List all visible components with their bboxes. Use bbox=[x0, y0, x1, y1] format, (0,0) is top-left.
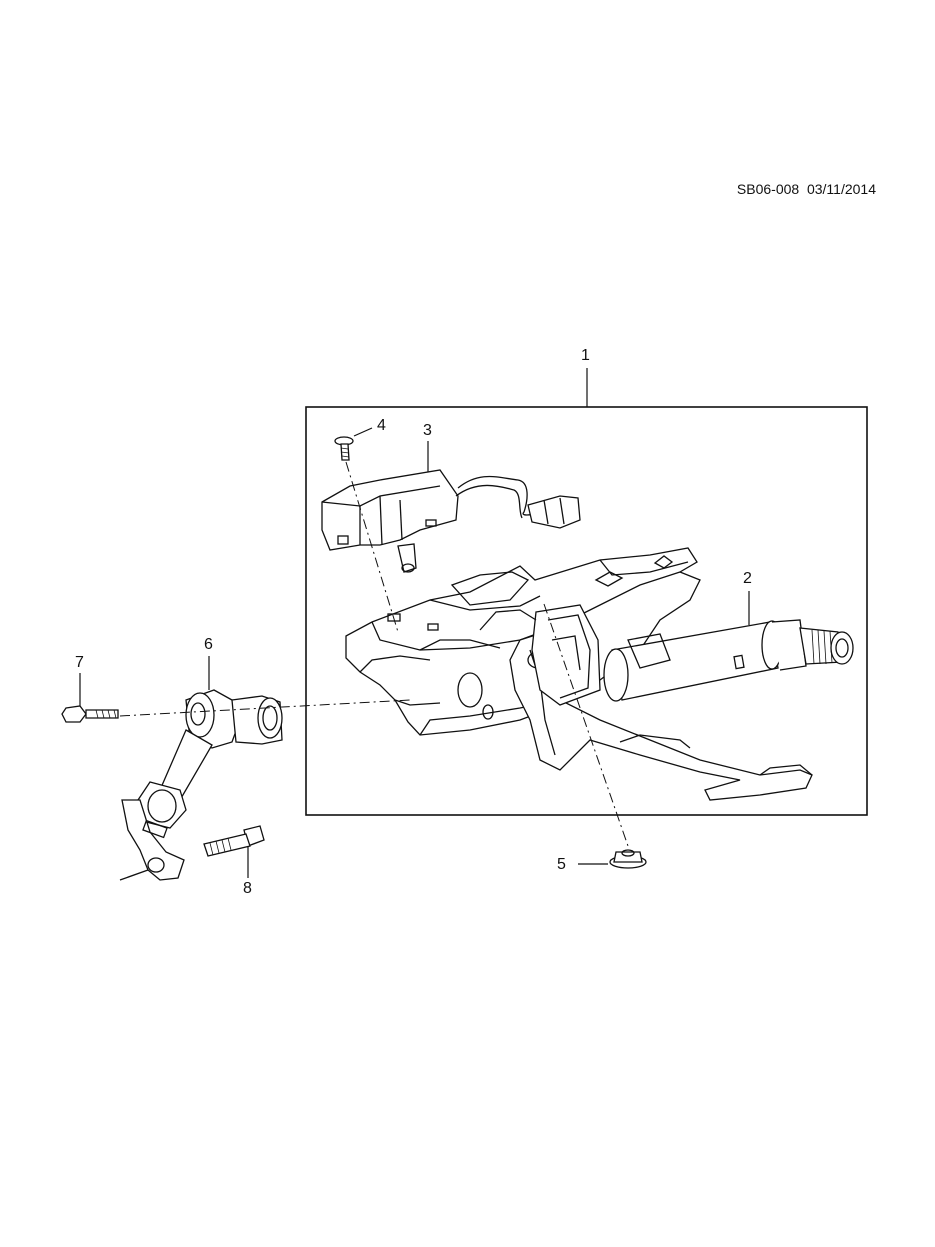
callout-7: 7 bbox=[75, 654, 84, 671]
callout-2: 2 bbox=[743, 570, 752, 587]
intermediate-shaft bbox=[119, 689, 283, 881]
callout-8: 8 bbox=[243, 880, 252, 897]
axis-5 bbox=[543, 603, 629, 847]
module-screw bbox=[334, 436, 354, 461]
callout-5: 5 bbox=[557, 856, 566, 873]
column-tube bbox=[603, 619, 854, 702]
electronic-module bbox=[321, 469, 581, 573]
shaft-bolt bbox=[61, 705, 119, 723]
callout-3: 3 bbox=[423, 422, 432, 439]
lock-housing bbox=[419, 571, 601, 706]
flange-nut bbox=[609, 849, 647, 869]
callout-6: 6 bbox=[204, 636, 213, 653]
axis-6 bbox=[119, 699, 411, 717]
document-code: SB06-008 03/11/2014 bbox=[736, 181, 876, 197]
callout-1: 1 bbox=[581, 347, 590, 364]
callout-4: 4 bbox=[377, 417, 386, 434]
yoke-bolt bbox=[203, 825, 265, 857]
leader-4 bbox=[353, 427, 373, 437]
axis-4 bbox=[345, 461, 399, 633]
